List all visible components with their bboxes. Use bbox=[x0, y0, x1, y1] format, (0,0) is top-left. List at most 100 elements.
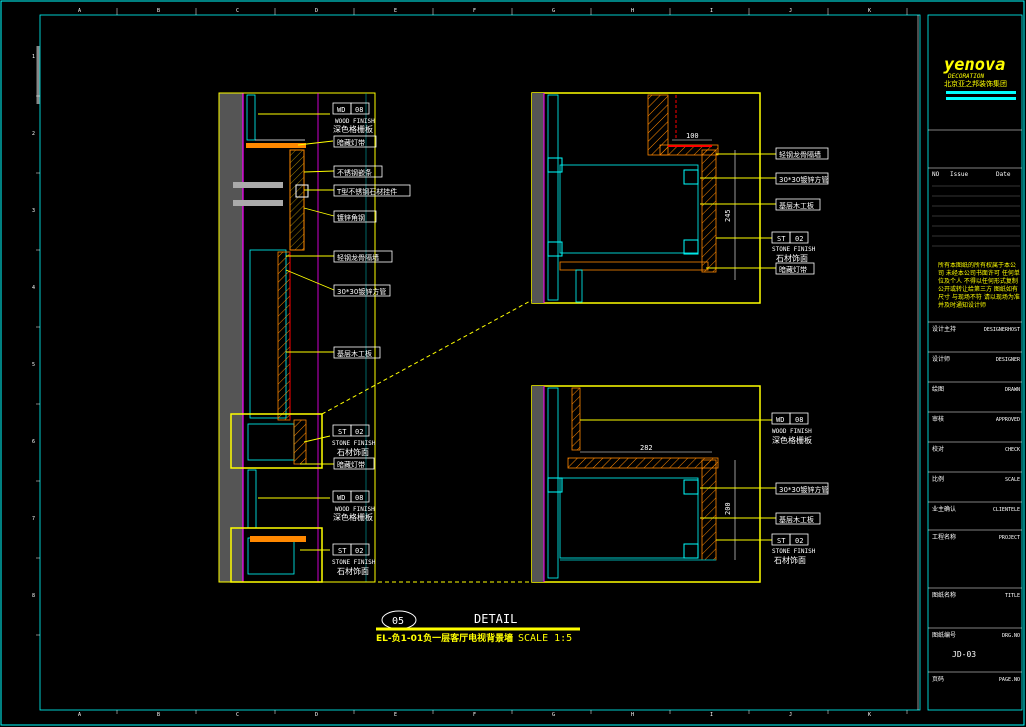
drawing-reference: EL-负1-01负一层客厅电视背景墙 bbox=[376, 632, 513, 644]
title-row-en: CLIENTELE bbox=[993, 507, 1020, 513]
left-light-strip-top: 暗藏灯带 bbox=[337, 138, 365, 147]
detail-top-base-board: 基层木工板 bbox=[779, 201, 814, 210]
grid-letter: G bbox=[552, 712, 555, 718]
title-row-en: APPROVED bbox=[996, 417, 1020, 423]
detail-bottom-wood-finish: WOOD FINISH bbox=[772, 428, 812, 435]
grid-letter: A bbox=[78, 712, 81, 718]
grid-letter: D bbox=[315, 8, 318, 14]
left-base-board: 基层木工板 bbox=[337, 349, 372, 358]
left-wood-finish: WOOD FINISH bbox=[335, 118, 375, 125]
grid-labels-top: A B C D E F G H I J K bbox=[78, 8, 908, 15]
inner-border bbox=[39, 14, 921, 711]
detail-bottom-stone-face: 石材饰面 bbox=[774, 555, 806, 565]
grid-labels-left: 1 2 3 4 5 6 7 8 bbox=[32, 54, 40, 636]
left-st-code-1: ST bbox=[338, 428, 347, 436]
left-wd-num-2: 08 bbox=[355, 494, 363, 502]
concrete-wall bbox=[219, 93, 243, 582]
grid-letter: K bbox=[868, 712, 871, 718]
grid-letter: F bbox=[473, 8, 476, 14]
grid-letter: H bbox=[631, 8, 634, 14]
left-dark-grille-2: 深色格栅板 bbox=[333, 512, 373, 522]
grid-letter: I bbox=[710, 712, 713, 718]
grid-number: 1 bbox=[32, 54, 35, 60]
detail-title-block: 05 DETAIL EL-负1-01负一层客厅电视背景墙 SCALE 1:5 bbox=[376, 610, 580, 644]
disclaimer-notes: 所有本图纸的所有权属于本公司 未经本公司书面许可 任何单位及个人 不得以任何形式… bbox=[938, 262, 1020, 309]
grid-number: 4 bbox=[32, 285, 35, 291]
grid-number: 6 bbox=[32, 439, 35, 445]
detail-top-stone-finish: STONE FINISH bbox=[772, 246, 816, 253]
grid-letter: B bbox=[157, 712, 160, 718]
grid-letter: D bbox=[315, 712, 318, 718]
grid-letter: I bbox=[710, 8, 713, 14]
detail-bottom: 282 200 WD 08 WOOD FINISH 深色格栅板 30*30镀锌方… bbox=[531, 385, 829, 583]
title-row-label: 业主确认 bbox=[932, 505, 956, 513]
grid-letter: E bbox=[394, 8, 397, 14]
detail-bottom-st-code: ST bbox=[777, 537, 786, 545]
title-row-en: SCALE bbox=[1005, 477, 1020, 483]
grid-letter: K bbox=[868, 8, 871, 14]
left-st-num-1: 02 bbox=[355, 428, 363, 436]
grid-letter: J bbox=[789, 8, 792, 14]
rev-date: Date bbox=[996, 171, 1011, 178]
rev-no: NO bbox=[932, 171, 940, 178]
detail-bottom-base-board: 基层木工板 bbox=[779, 515, 814, 524]
drawing-number: JD-03 bbox=[952, 650, 976, 659]
title-row-en: PAGE.NO bbox=[999, 677, 1020, 683]
left-st-num-2: 02 bbox=[355, 547, 363, 555]
title-panel-border bbox=[927, 14, 1023, 711]
grid-number: 7 bbox=[32, 516, 35, 522]
title-row-en: DRAWN bbox=[1005, 387, 1020, 393]
title-row-en: DRG.NO bbox=[1002, 633, 1020, 639]
left-stainless-trim: 不锈钢嵌条 bbox=[337, 168, 372, 177]
grid-number: 8 bbox=[32, 593, 35, 599]
title-row-label: 设计主持 bbox=[932, 325, 956, 333]
title-row-label: 图纸编号 bbox=[932, 631, 956, 639]
left-steel-tube: 镀锌角钢 bbox=[337, 213, 365, 222]
detail-bottom-wall bbox=[532, 386, 544, 582]
left-stone-finish-2: STONE FINISH bbox=[332, 559, 376, 566]
left-wd-num: 08 bbox=[355, 106, 363, 114]
detail-word: DETAIL bbox=[474, 612, 517, 626]
detail-bottom-st-num: 02 bbox=[795, 537, 803, 545]
detail-number: 05 bbox=[392, 616, 404, 627]
grid-letter: E bbox=[394, 712, 397, 718]
left-t-hanger: T型不锈钢石材挂件 bbox=[336, 187, 397, 196]
left-stone-face-2: 石材饰面 bbox=[337, 566, 369, 576]
left-st-code-2: ST bbox=[338, 547, 347, 555]
grid-letter: C bbox=[236, 8, 239, 14]
scale-label: SCALE 1:5 bbox=[518, 633, 572, 644]
detail-top-square-tube: 30*30镀锌方管 bbox=[779, 175, 828, 184]
title-row-label: 页码 bbox=[932, 675, 944, 683]
detail-bottom-dark-grille: 深色格栅板 bbox=[772, 435, 812, 445]
grid-number: 3 bbox=[32, 208, 35, 214]
title-row-en: DESIGNERHOST bbox=[984, 327, 1020, 333]
left-wd-code-2: WD bbox=[337, 494, 345, 502]
left-steel-square: 30*30镀锌方管 bbox=[337, 287, 386, 296]
title-row-en: CHECK bbox=[1005, 447, 1020, 453]
company-name: 北京亚之邦装饰集团 bbox=[944, 79, 1007, 88]
left-wd-code: WD bbox=[337, 106, 345, 114]
detail-top: 100 245 轻钢龙骨隔墙 30*30镀锌方管 基层木工板 ST 02 STO… bbox=[531, 92, 829, 304]
grid-letter: G bbox=[552, 8, 555, 14]
title-row-label: 图纸名称 bbox=[932, 591, 956, 599]
grid-number: 2 bbox=[32, 131, 35, 137]
left-dark-grille: 深色格栅板 bbox=[333, 124, 373, 134]
left-section: WD 08 WOOD FINISH 深色格栅板 暗藏灯带 不锈钢嵌条 T型不锈钢… bbox=[218, 92, 533, 583]
detail-top-light-strip: 暗藏灯带 bbox=[779, 265, 807, 274]
left-stone-face-1: 石材饰面 bbox=[337, 447, 369, 457]
grid-letter: H bbox=[631, 712, 634, 718]
detail-top-stone-face: 石材饰面 bbox=[776, 253, 808, 263]
left-light-strip-bottom: 暗藏灯带 bbox=[337, 460, 365, 469]
title-row-en: DESIGNER bbox=[996, 357, 1021, 363]
left-gypsum-keel: 轻钢龙骨隔墙 bbox=[337, 253, 379, 262]
grid-letter: A bbox=[78, 8, 81, 14]
title-row-label: 工程名称 bbox=[932, 533, 956, 541]
title-row-label: 校对 bbox=[932, 445, 944, 453]
grid-number: 5 bbox=[32, 362, 35, 368]
grid-letter: B bbox=[157, 8, 160, 14]
detail-bottom-dim-height: 200 bbox=[724, 502, 732, 515]
